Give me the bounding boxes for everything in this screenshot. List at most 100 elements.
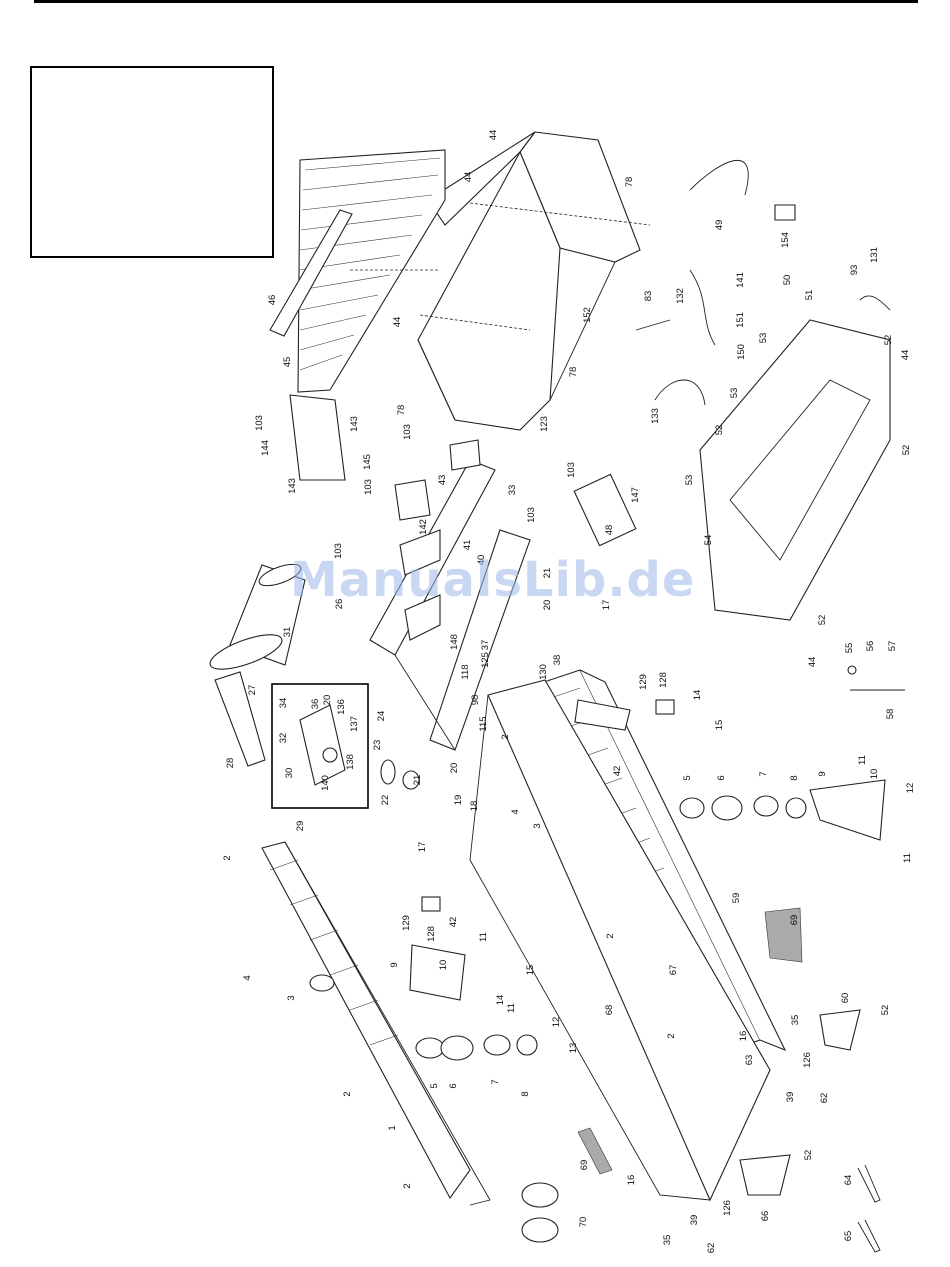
roller-parts-drawing [380,759,807,1243]
motor-drawing [209,563,306,767]
part-callout: 52 [880,1005,891,1016]
part-callout: 137 [349,716,360,732]
part-callout: 41 [462,540,473,551]
label-strip-drawing [577,907,803,1175]
part-callout: 145 [362,454,373,470]
part-callout: 33 [507,485,518,496]
part-callout: 7 [758,771,769,776]
part-callout: 50 [782,275,793,286]
part-callout: 3 [532,823,543,828]
part-callout: 20 [449,763,460,774]
part-callout: 35 [790,1015,801,1026]
note-box [30,66,274,258]
part-callout: 68 [604,1005,615,1016]
cables-drawing [635,159,891,406]
part-callout: 10 [438,960,449,971]
part-callout: 32 [278,733,289,744]
part-callout: 42 [448,917,459,928]
part-callout: 40 [476,555,487,566]
part-callout: 57 [887,641,898,652]
part-callout: 16 [626,1175,637,1186]
part-callout: 69 [579,1160,590,1171]
part-callout: 15 [714,720,725,731]
part-callout: 126 [722,1200,733,1216]
part-callout: 52 [901,445,912,456]
part-callout: 131 [869,247,880,263]
part-callout: 24 [376,711,387,722]
part-callout: 34 [278,698,289,709]
part-callout: 69 [789,915,800,926]
part-callout: 44 [392,317,403,328]
part-callout: 11 [478,932,489,942]
part-callout: 10 [869,769,880,780]
part-callout: 152 [582,307,593,323]
part-callout: 126 [802,1052,813,1068]
part-callout: 53 [684,475,695,486]
part-callout: 54 [703,535,714,546]
part-callout: 44 [488,130,499,141]
part-callout: 31 [282,627,293,638]
part-callout: 11 [857,755,868,765]
top-rule [34,0,918,3]
part-callout: 2 [500,734,511,739]
part-callout: 55 [844,643,855,654]
part-callout: 2 [402,1183,413,1188]
part-callout: 148 [449,634,460,650]
part-callout: 67 [668,965,679,976]
part-callout: 144 [260,440,271,456]
part-callout: 44 [900,350,911,361]
part-callout: 12 [551,1017,562,1028]
part-callout: 2 [666,1033,677,1038]
part-callout: 129 [401,915,412,931]
part-callout: 13 [568,1043,579,1054]
part-callout: 58 [885,709,896,720]
callout-labels: 1222222334455667788991010111111111212131… [222,130,916,1254]
part-callout: 78 [568,367,579,378]
part-callout: 3 [286,995,297,1000]
part-callout: 2 [605,933,616,938]
part-callout: 52 [817,615,828,626]
part-callout: 125 [480,652,491,668]
part-callout: 51 [804,290,815,301]
part-callout: 52 [714,425,725,436]
part-callout: 62 [706,1243,717,1254]
bracket-parts-drawing [409,473,886,1196]
part-callout: 44 [807,657,818,668]
part-callout: 133 [650,408,661,424]
part-callout: 128 [426,926,437,942]
part-callout: 30 [284,768,295,779]
part-callout: 103 [566,462,577,478]
part-callout: 12 [905,783,916,794]
part-callout: 93 [849,265,860,276]
watermark-text: ManualsLib.de [290,552,696,608]
part-callout: 37 [480,640,491,651]
part-callout: 20 [542,600,553,611]
part-callout: 150 [736,344,747,360]
part-callout: 143 [349,416,360,432]
part-callout: 5 [682,775,693,780]
part-callout: 5 [429,1083,440,1088]
part-callout: 19 [453,795,464,806]
part-callout: 4 [242,975,253,980]
part-callout: 103 [526,507,537,523]
part-callout: 53 [758,333,769,344]
part-callout: 20 [322,695,333,706]
part-callout: 136 [336,699,347,715]
part-callout: 118 [460,664,471,679]
part-callout: 56 [865,641,876,652]
part-callout: 2 [222,855,233,860]
part-callout: 28 [225,758,236,769]
part-callout: 39 [689,1215,700,1226]
part-callout: 38 [552,655,563,666]
part-callout: 103 [333,543,344,559]
part-callout: 8 [520,1091,531,1096]
part-callout: 52 [803,1150,814,1161]
part-callout: 45 [282,357,293,368]
part-callout: 6 [716,775,727,780]
part-callout: 35 [662,1235,673,1246]
base-frame-drawing [699,319,891,621]
part-callout: 115 [478,716,489,731]
part-callout: 36 [310,699,321,710]
part-callout: 132 [675,288,686,304]
